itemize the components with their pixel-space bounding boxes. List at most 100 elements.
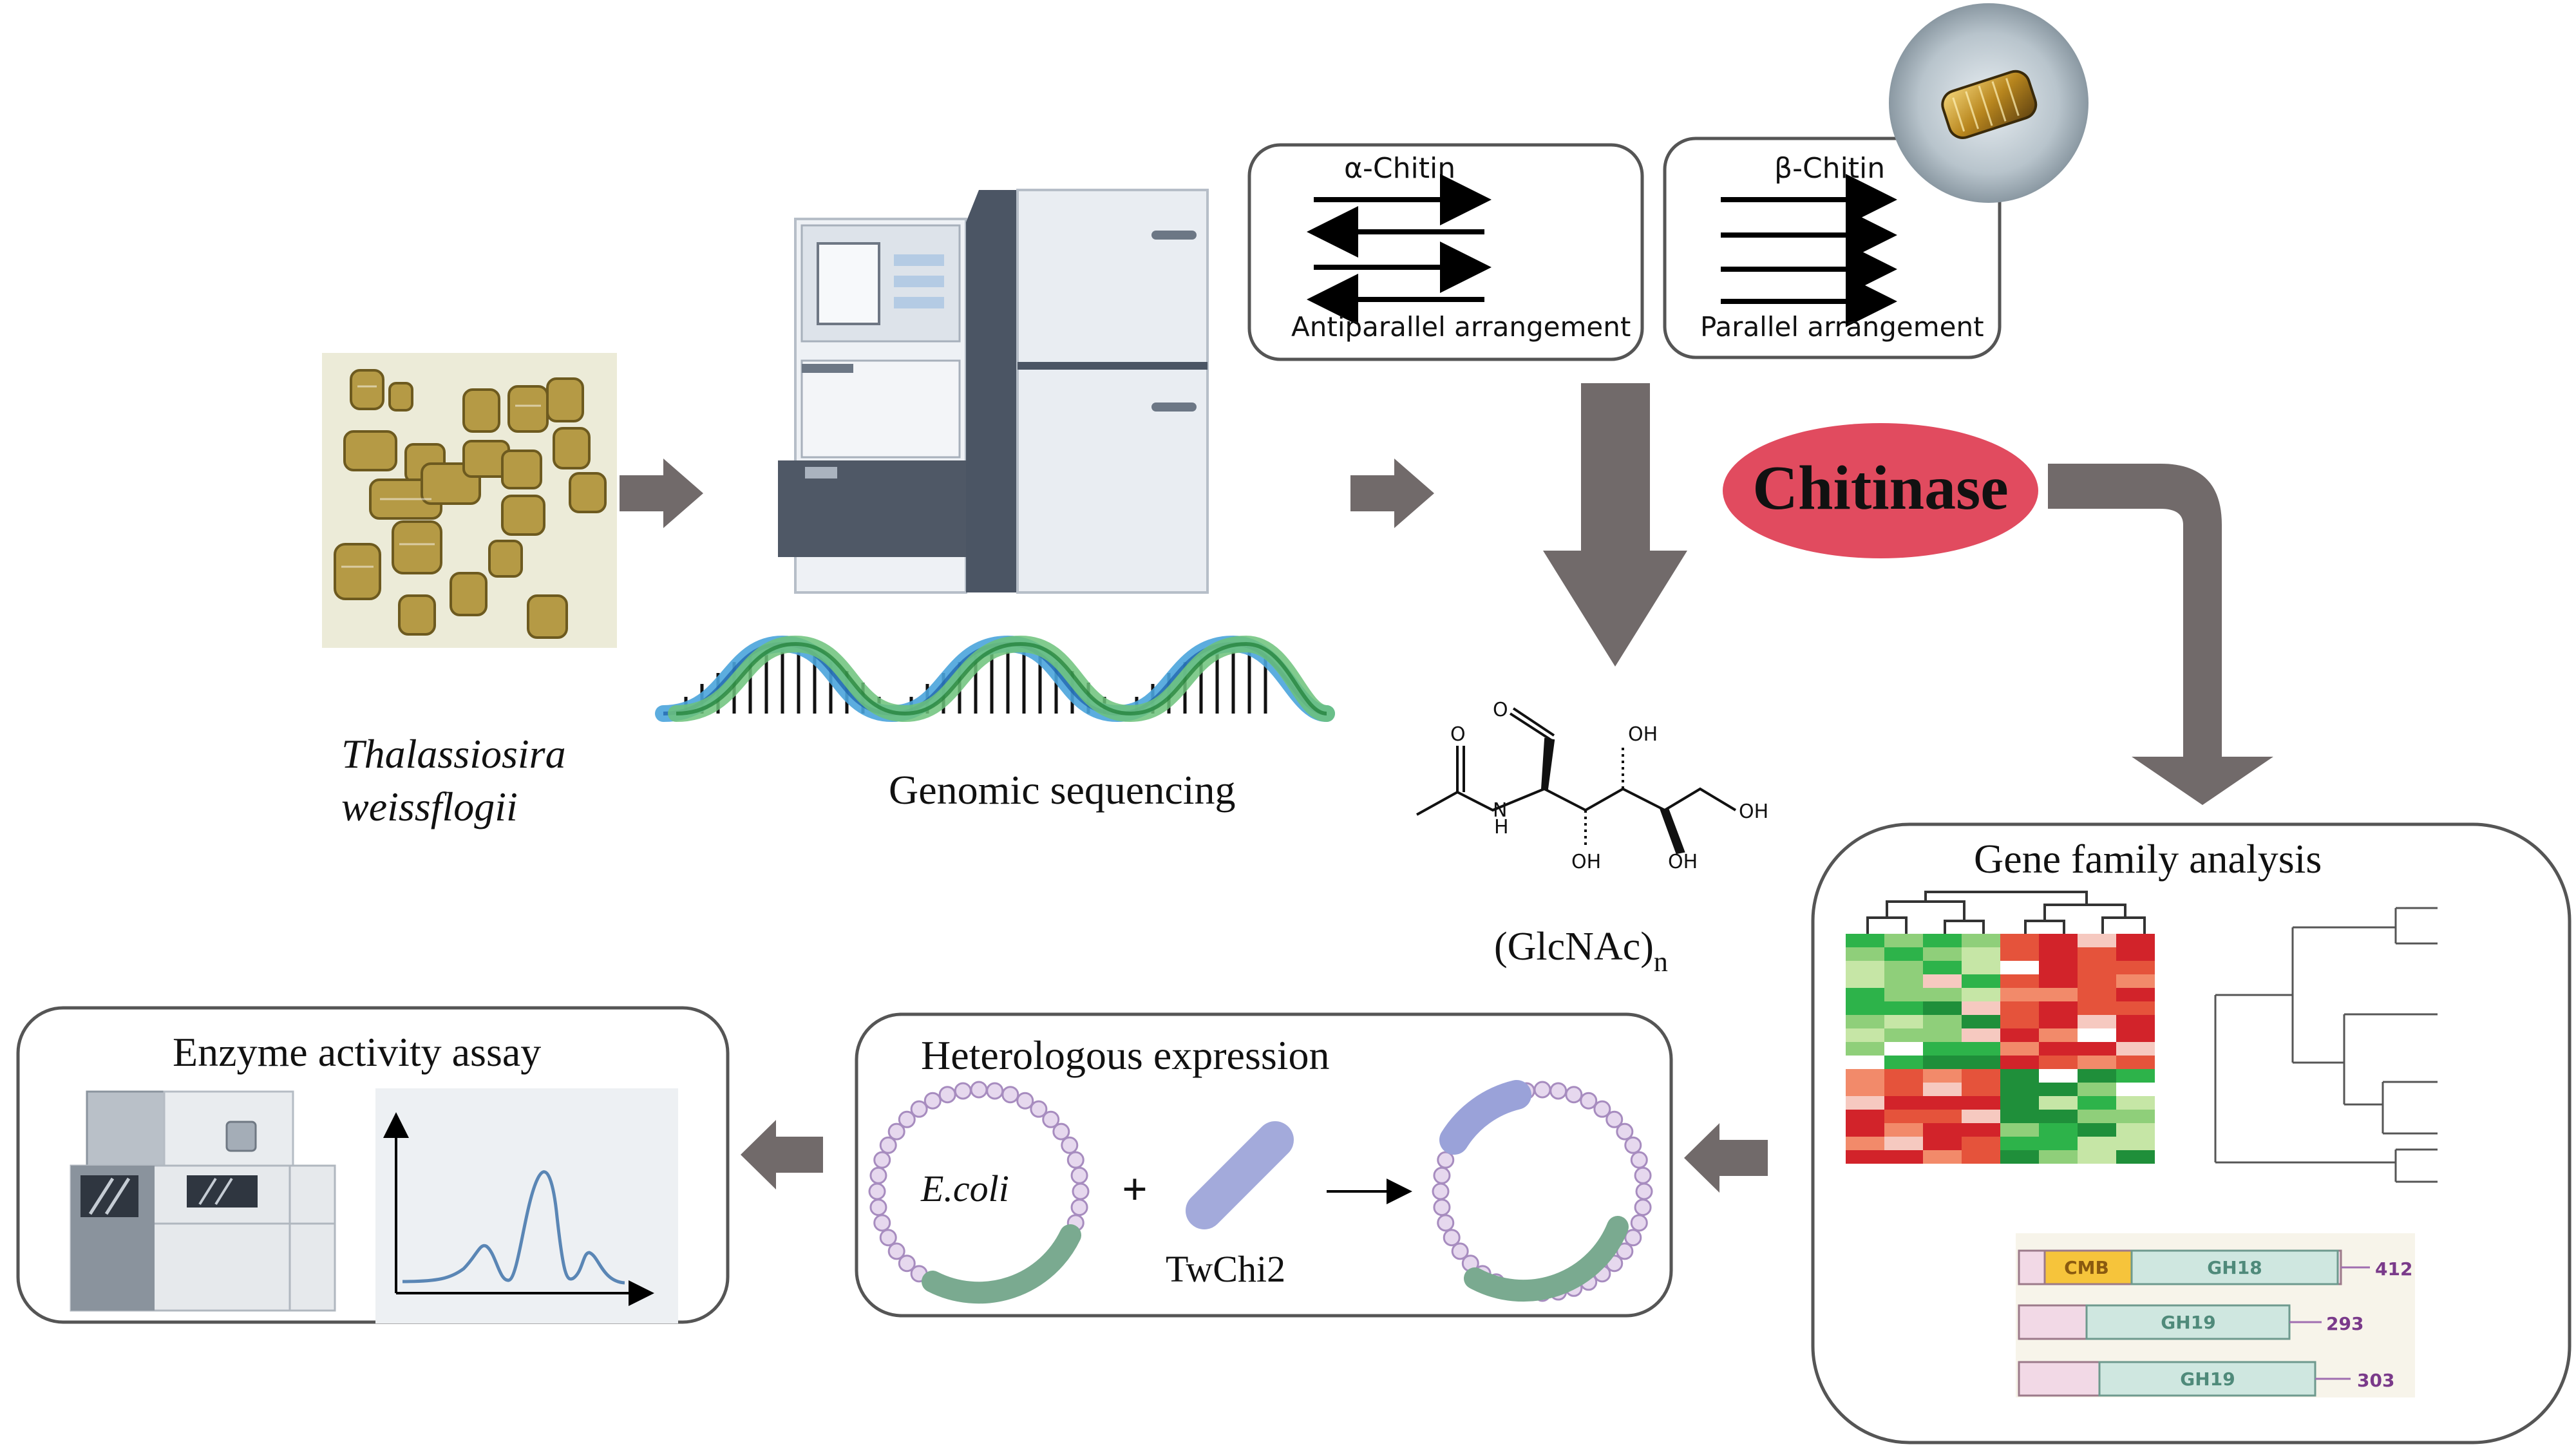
plasmid-bead <box>1624 1136 1642 1154</box>
heatmap-cell <box>1846 1096 1884 1110</box>
plasmid-bead <box>938 1086 956 1104</box>
plasmid-bead <box>1451 1242 1469 1260</box>
expression-title: Heterologous expression <box>921 1032 1330 1078</box>
heatmap-cell <box>1884 988 1923 1001</box>
heatmap-cell <box>1846 1028 1884 1042</box>
atom-h: H <box>1494 816 1509 838</box>
diatom-micrograph <box>322 353 617 648</box>
domain-row-3: GH19 303 <box>2018 1361 2394 1397</box>
domain-row-1-length: 412 <box>2375 1258 2412 1280</box>
heatmap-cell <box>1846 974 1884 988</box>
heatmap-cell <box>1884 1069 1923 1083</box>
heatmap-cell <box>2000 1069 2039 1083</box>
heatmap-cell <box>2039 1015 2078 1028</box>
heatmap-cell <box>2039 974 2078 988</box>
plus-sign: + <box>1122 1165 1148 1215</box>
heatmap-cell <box>2039 1110 2078 1123</box>
plasmid-bead <box>1001 1086 1019 1104</box>
atom-oh-4: OH <box>1739 800 1768 823</box>
heatmap-cell <box>1962 1015 2000 1028</box>
plasmid-bead <box>1070 1166 1088 1184</box>
plasmid-bead <box>1605 1110 1624 1128</box>
plasmid-bead <box>873 1214 891 1232</box>
plasmid-bead <box>1635 1182 1653 1200</box>
plasmid-bead <box>1066 1151 1084 1169</box>
heatmap-cell <box>2039 1069 2078 1083</box>
ecoli-label: E.coli <box>920 1168 1009 1209</box>
heatmap-cell <box>2000 934 2039 947</box>
plasmid-bead <box>910 1100 928 1118</box>
heatmap-cell <box>2039 1096 2078 1110</box>
heatmap-cell <box>2000 1096 2039 1110</box>
heatmap-cell <box>1923 1028 1962 1042</box>
plasmid-bead <box>1052 1122 1070 1141</box>
domain-row-1-label-1: CMB <box>2064 1257 2109 1278</box>
heatmap-cell <box>2078 1056 2116 1069</box>
plasmid-bead <box>1437 1151 1455 1169</box>
heatmap-cell <box>2116 1096 2155 1110</box>
heatmap-cell <box>1884 947 1923 961</box>
heatmap-cell <box>1923 961 1962 974</box>
heatmap-cell <box>1846 1056 1884 1069</box>
heatmap-cell <box>2116 1110 2155 1123</box>
heatmap-cell <box>1923 1123 1962 1137</box>
plasmid-bead <box>1433 1166 1451 1184</box>
sequencing-label: Genomic sequencing <box>889 767 1236 813</box>
atom-o-aldehyde: O <box>1493 699 1508 721</box>
heatmap-cell <box>1884 1083 1923 1096</box>
heatmap-cell <box>2116 1083 2155 1096</box>
atom-oh-1: OH <box>1628 723 1658 746</box>
heatmap-cell <box>1884 1096 1923 1110</box>
heatmap-cell <box>2116 988 2155 1001</box>
beta-chitin-panel: β-Chitin Parallel arrangement <box>1663 137 2002 359</box>
phylogenetic-tree <box>2214 907 2438 1183</box>
plasmid-bead <box>1533 1081 1551 1099</box>
heatmap-cell <box>2078 1123 2116 1137</box>
heatmap-cell <box>2000 1015 2039 1028</box>
heatmap-cell <box>2039 1083 2078 1096</box>
heatmap-cell <box>1846 1015 1884 1028</box>
arrow-to-expression <box>1684 1123 1768 1193</box>
heatmap-cell <box>2116 1069 2155 1083</box>
heatmap-cell <box>1846 1110 1884 1123</box>
plasmid-bead <box>1437 1214 1455 1232</box>
heatmap-cell <box>1923 1042 1962 1056</box>
heatmap-cell <box>2078 974 2116 988</box>
heatmap-cell <box>1923 1110 1962 1123</box>
heatmap-cell <box>2000 974 2039 988</box>
heatmap-cell <box>1846 988 1884 1001</box>
heatmap-cell <box>2078 1042 2116 1056</box>
heatmap-cell <box>2039 1056 2078 1069</box>
heatmap-cell <box>1962 1150 2000 1164</box>
heatmap-cell <box>2078 1137 2116 1150</box>
heatmap-cell <box>2039 961 2078 974</box>
assay-panel: Enzyme activity assay <box>16 1006 730 1324</box>
heatmap-cell <box>2000 1123 2039 1137</box>
plasmid-bead <box>879 1229 897 1247</box>
plasmid-bead <box>1624 1229 1642 1247</box>
arrow-to-assay <box>741 1120 823 1189</box>
heatmap-cell <box>1962 1083 2000 1096</box>
plasmid-bead <box>887 1122 905 1141</box>
heatmap-cell <box>2000 1001 2039 1015</box>
heatmap-cell <box>1846 1083 1884 1096</box>
plasmid-bead <box>1616 1122 1634 1141</box>
heatmap-cell <box>1962 1056 2000 1069</box>
plasmid-bead <box>1630 1151 1648 1169</box>
arrow-to-gene-family <box>2048 464 2273 805</box>
domain-row-3-length: 303 <box>2357 1370 2394 1391</box>
heatmap-cell <box>2039 1028 2078 1042</box>
heatmap-cell <box>1962 1123 2000 1137</box>
organism-species: weissflogii <box>341 784 518 829</box>
heatmap-cell <box>1923 974 1962 988</box>
heatmap-cell <box>1846 1150 1884 1164</box>
heatmap-cell <box>1884 974 1923 988</box>
plasmid-bead <box>954 1082 972 1100</box>
heatmap-cell <box>1962 1028 2000 1042</box>
heatmap-cell <box>1846 1137 1884 1150</box>
heatmap-cell <box>2116 1042 2155 1056</box>
heatmap-cell <box>2039 1001 2078 1015</box>
heatmap-cell <box>1962 1137 2000 1150</box>
glcnac-subscript: n <box>1654 946 1668 978</box>
